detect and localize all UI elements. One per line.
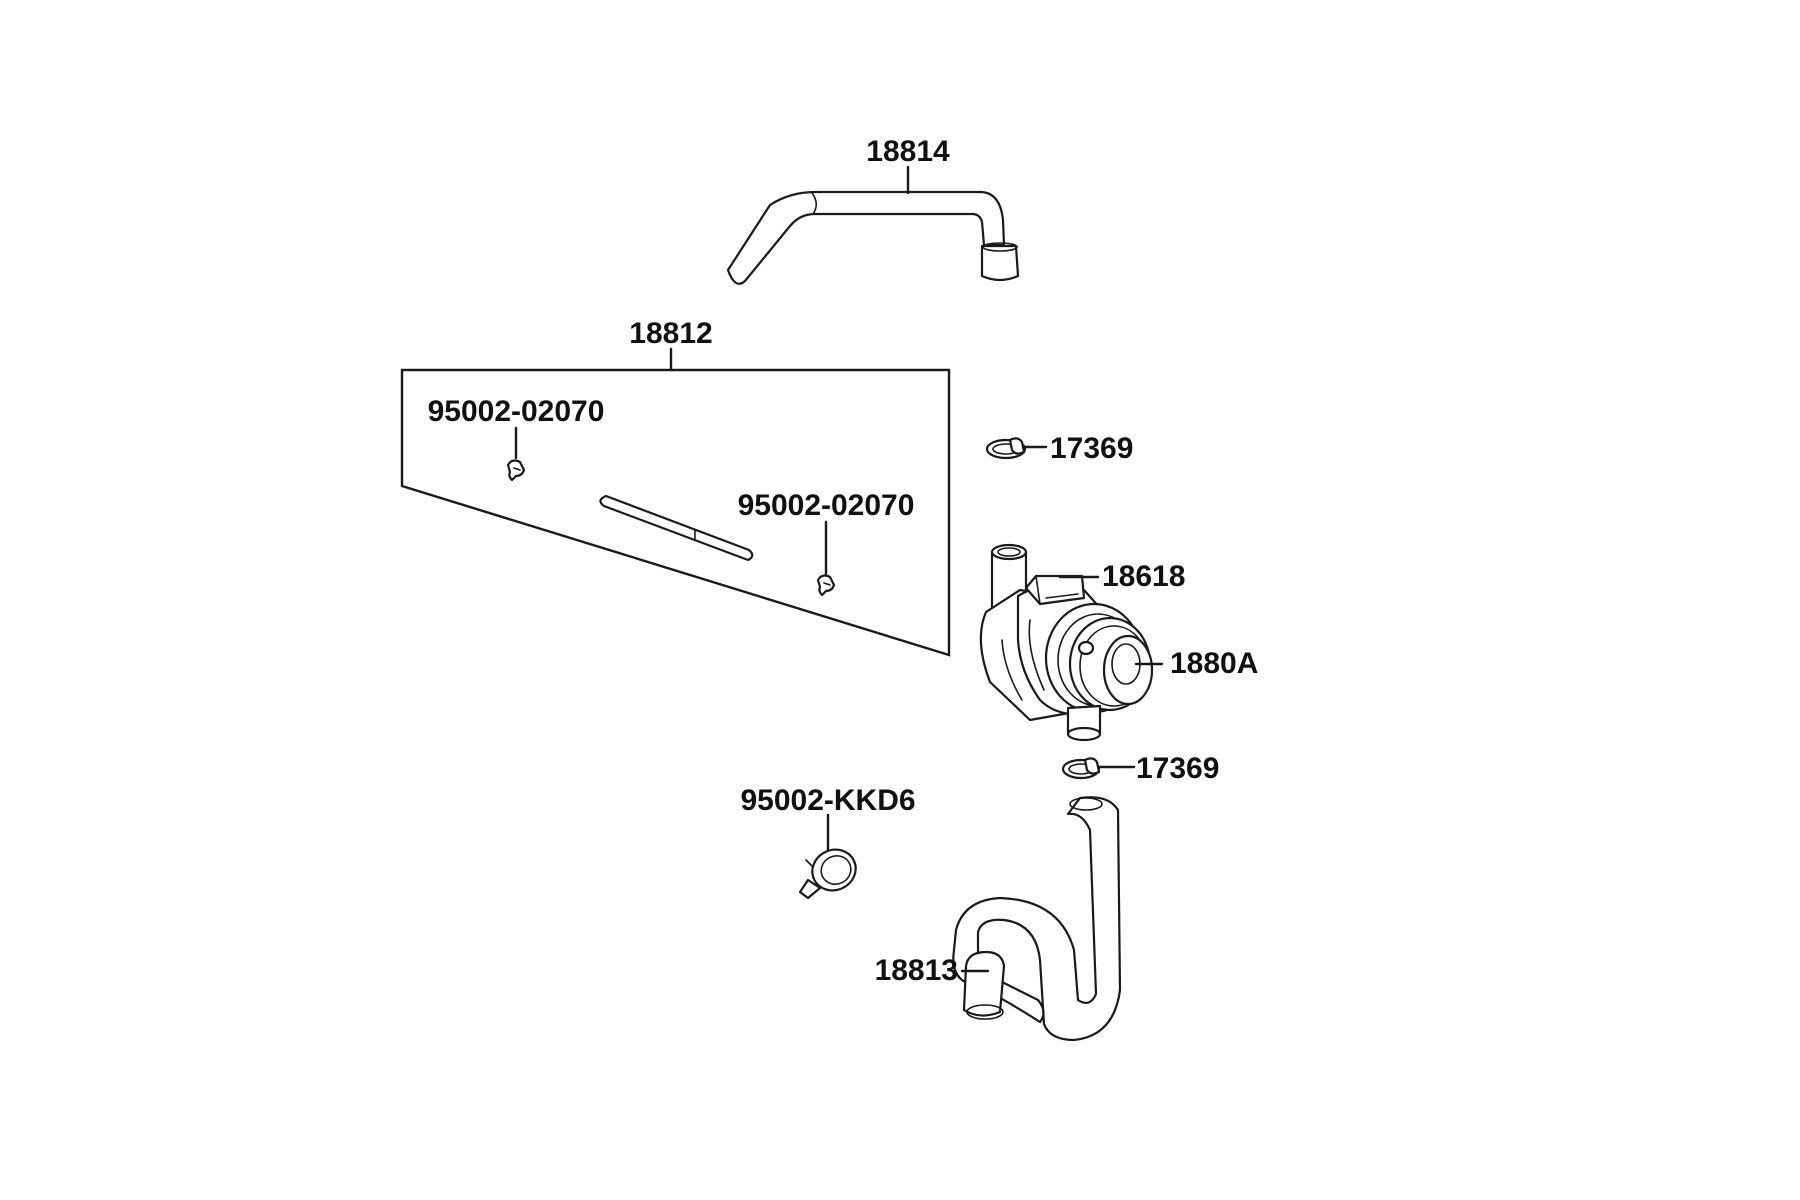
label-1880A: 1880A: [1170, 647, 1258, 680]
label-18814: 18814: [866, 135, 950, 168]
air-valve[interactable]: [979, 543, 1154, 742]
label-clip-left: 95002-02070: [428, 395, 605, 428]
clamp-upper[interactable]: [985, 437, 1027, 460]
clamp-lower[interactable]: [1061, 757, 1101, 780]
label-clip-right: 95002-02070: [738, 489, 915, 522]
clip-right[interactable]: [816, 574, 836, 597]
label-18813: 18813: [875, 954, 958, 987]
lower-hose[interactable]: [952, 796, 1122, 1042]
label-clamp-lower: 17369: [1136, 752, 1219, 785]
label-clamp-upper: 17369: [1050, 432, 1133, 465]
label-18812: 18812: [629, 317, 712, 350]
upper-hose[interactable]: [726, 190, 1020, 285]
label-18618: 18618: [1102, 560, 1185, 593]
label-hose-clamp: 95002-KKD6: [740, 784, 915, 817]
clip-left[interactable]: [506, 459, 526, 482]
hose-clamp[interactable]: [798, 843, 862, 900]
breather-tube[interactable]: [599, 494, 754, 562]
kit-frame: [400, 368, 951, 657]
